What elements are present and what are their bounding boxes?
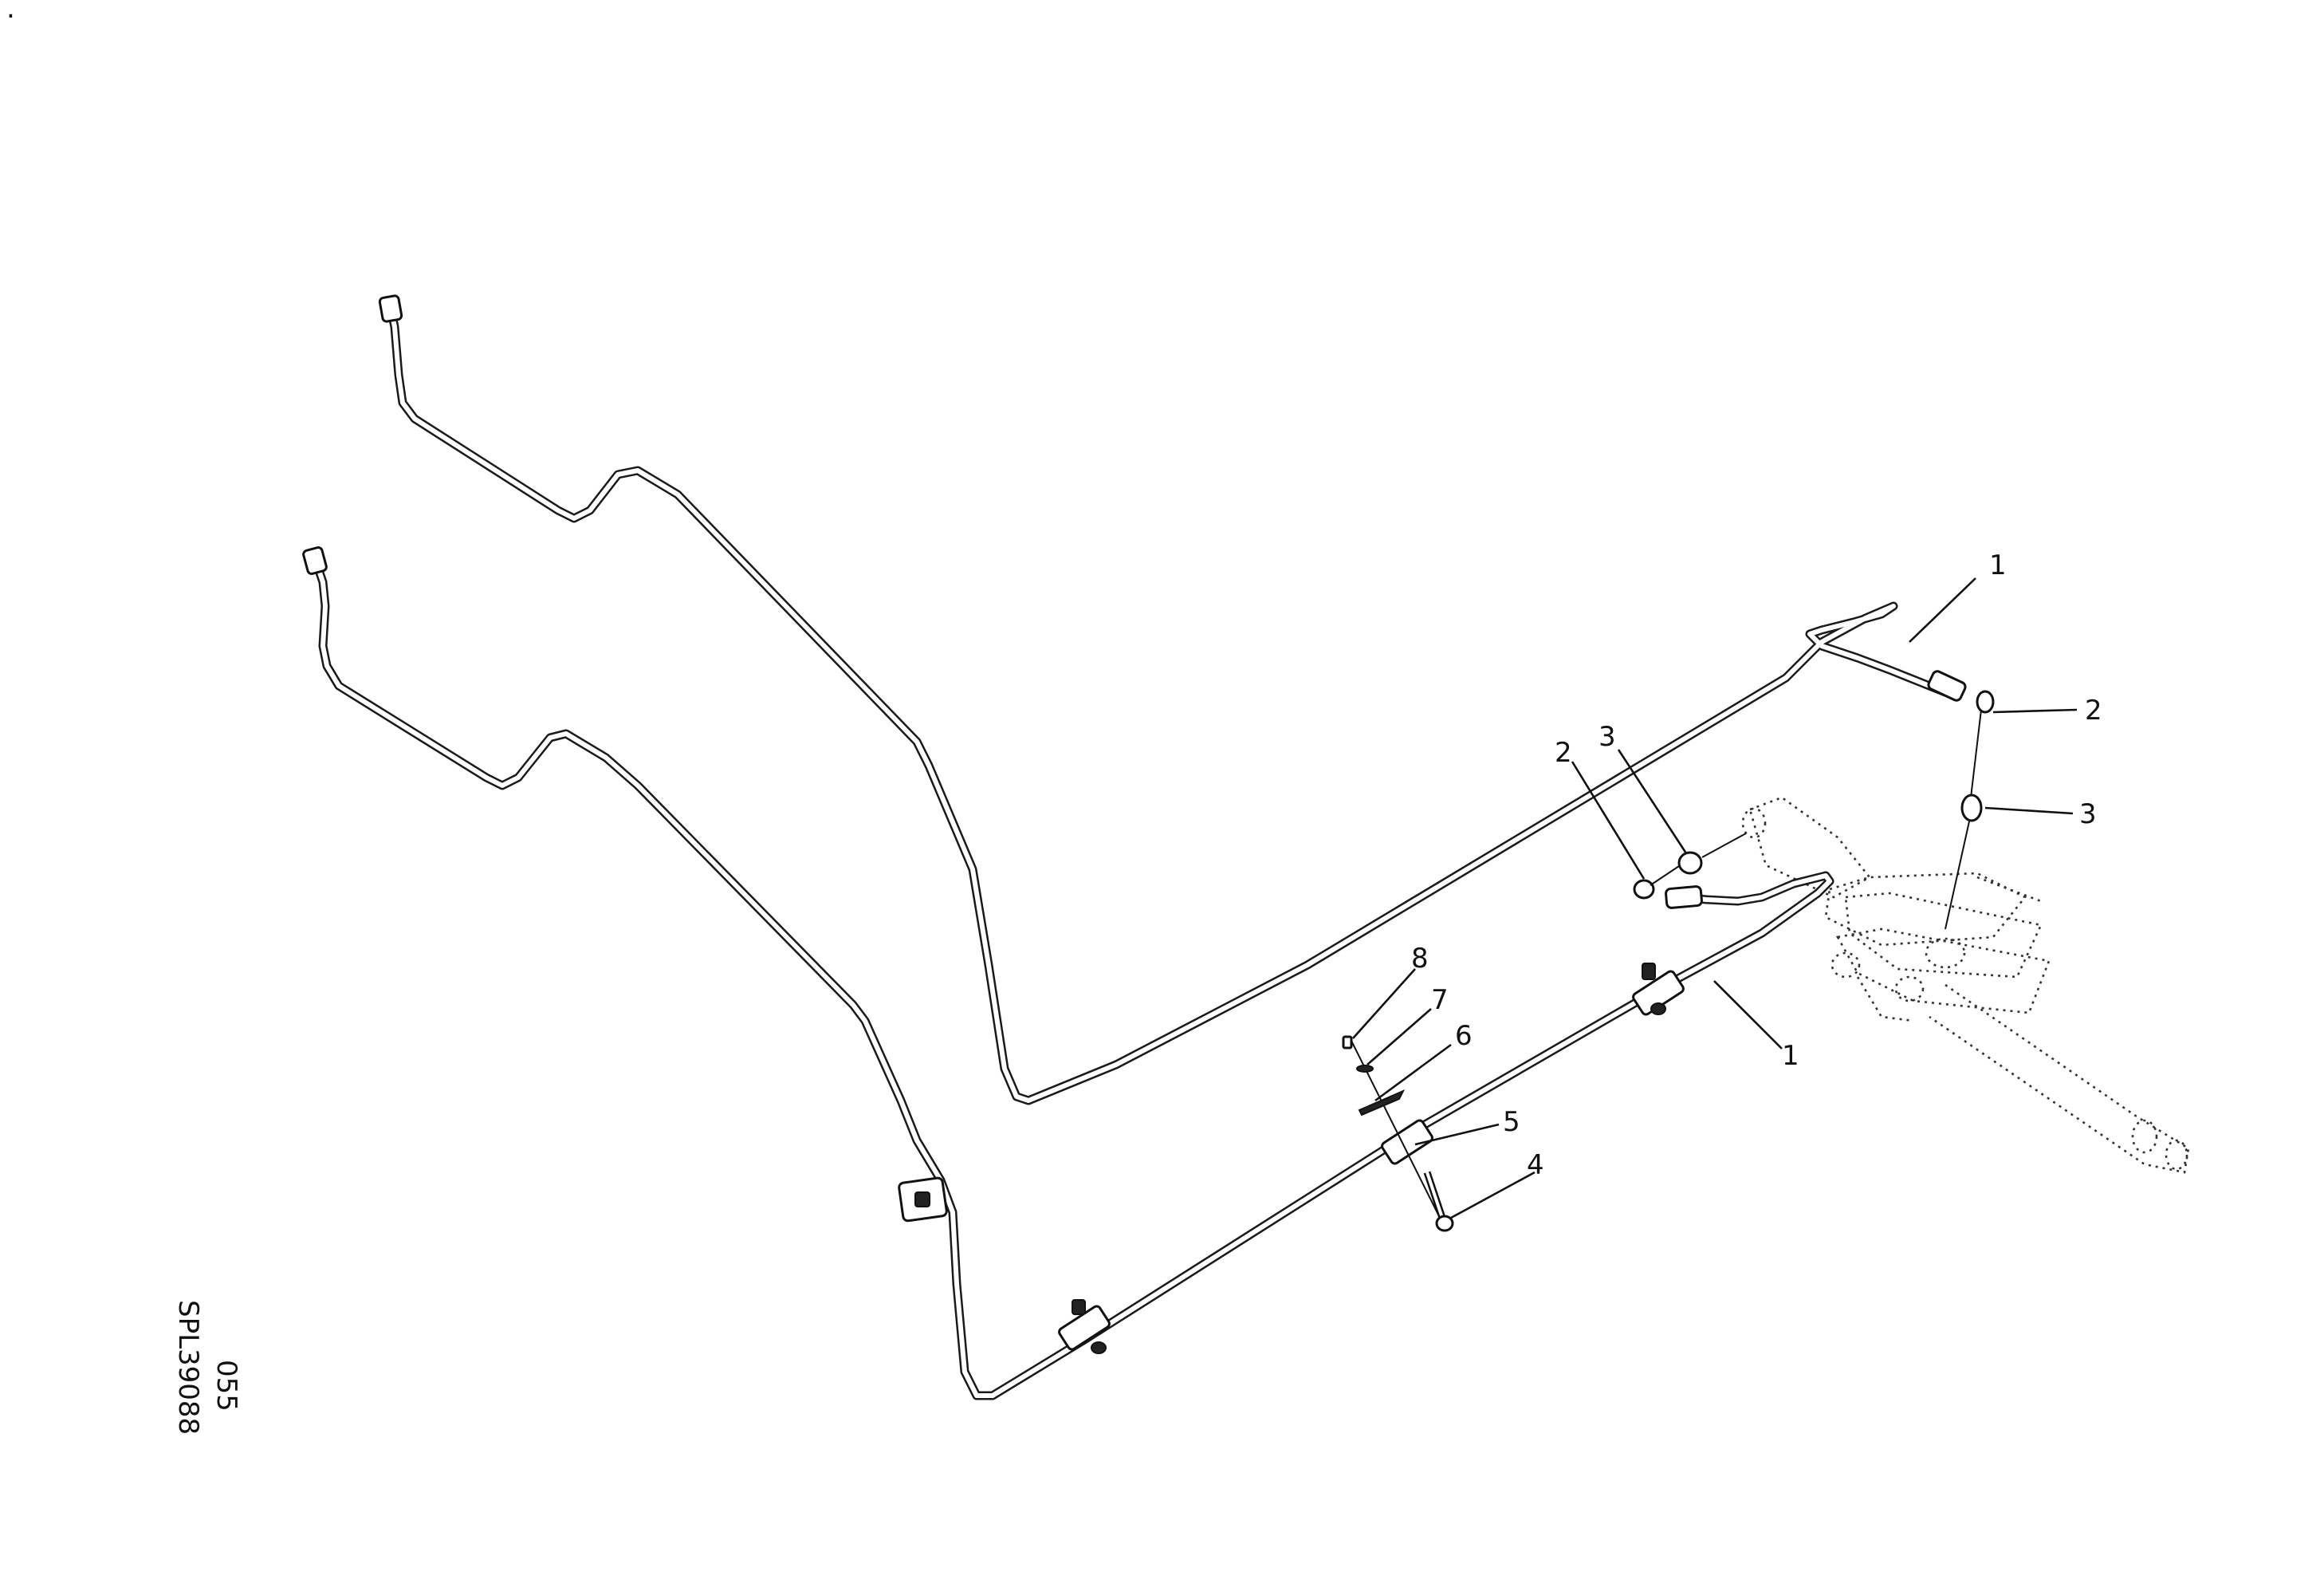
pipe-clip-middle	[1381, 1119, 1433, 1165]
callout-3-right: 3	[2079, 798, 2097, 830]
union-nut-upper-right	[1945, 690, 1995, 930]
corner-mark: .	[6, 0, 15, 25]
callout-1-upper: 1	[1989, 549, 2007, 581]
callout-6: 6	[1455, 1020, 1473, 1052]
washer-7	[1356, 1065, 1374, 1073]
callout-5: 5	[1503, 1106, 1520, 1138]
callout-7: 7	[1431, 984, 1449, 1016]
bolt-4	[1435, 1215, 1454, 1232]
brake-pipe-lower	[302, 546, 1834, 1400]
ghosted-bracket-assembly	[1741, 796, 2190, 1174]
drawing-number: SPL39088	[172, 1300, 204, 1435]
leader-lines	[1352, 577, 2078, 1219]
spring-washer-6	[1358, 1089, 1406, 1116]
union-nut-lower-left	[1633, 833, 1747, 900]
pipe-clip-left	[898, 1176, 948, 1223]
pipe-clip-bottom	[1058, 1299, 1111, 1354]
sheet-number: 055	[210, 1360, 242, 1412]
brake-pipe-upper	[378, 294, 1950, 1105]
callout-2-right: 2	[2085, 695, 2102, 727]
hose-fitting-upper	[1927, 670, 1967, 702]
callout-1-lower: 1	[1782, 1040, 1799, 1072]
drawing-reference: SPL39088 055	[172, 1300, 242, 1435]
clip-fastener-stack	[1342, 1035, 1454, 1232]
callout-4: 4	[1527, 1149, 1544, 1181]
callout-3-left: 3	[1598, 721, 1616, 753]
pipe-clip-right	[1632, 963, 1685, 1016]
callout-8: 8	[1411, 943, 1429, 975]
callout-labels: 1 2 3 1 2 3 8 7 6 5 4	[1411, 549, 2102, 1181]
screw-8	[1342, 1035, 1353, 1050]
callout-2-left: 2	[1555, 737, 1572, 769]
hose-fitting-lower	[1665, 885, 1703, 909]
